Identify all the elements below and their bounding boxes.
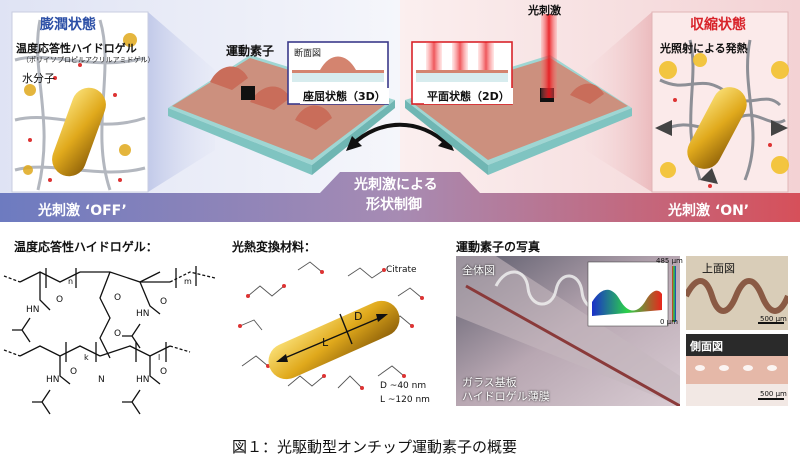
chem-o-3: O [114,293,121,303]
chem-m: m [184,277,192,286]
side-view-label: 側面図 [690,340,723,353]
chem-hn-3: HN [46,375,60,385]
buckled-state-label: 座屈状態（3D） [300,88,389,104]
heat-label: 光照射による発熱 [660,42,748,55]
side-view-photo [686,334,788,406]
chem-hn-1: HN [26,305,40,315]
figure-caption: 図１：光駆動型オンチップ運動素子の概要 [232,438,518,456]
gold-nanorod-diagram: L D Citrate D ~40 nm L ~120 nm [238,261,430,405]
flat-state-label: 平面状態（2D） [424,88,513,104]
hydrogel-sub-label: （ポリイソプロピルアクリルアミドゲル） [22,56,155,64]
chemical-structure: n m k l HN HN HN HN O O O O O O N [3,266,216,415]
light-stimulus-label: 光刺激 [528,4,561,17]
rod-d-size: D ~40 nm [380,381,426,391]
chem-o-1: O [56,295,63,305]
chem-hn-2: HN [136,309,150,319]
rod-L-label: L [322,336,329,349]
chem-n-atom: N [98,375,105,385]
chem-o-4: O [114,329,121,339]
hydrogel-structure-title: 温度応答性ハイドロゲル： [14,240,158,254]
chem-hn-4: HN [136,375,150,385]
rod-D-label: D [354,310,362,323]
heatmap-min-label: 0 μm [660,318,678,326]
motion-element-label: 運動素子 [226,44,275,58]
light-off-label: 光刺激 ‘OFF’ [38,203,127,219]
glass-substrate-label: ガラス基板 [462,376,517,389]
band-center-line2: 形状制御 [366,197,422,213]
citrate-label: Citrate [386,265,417,275]
rod-l-size: L ~120 nm [380,395,430,405]
contracted-state-label: 収縮状態 [690,17,746,33]
cross-section-label: 断面図 [294,49,322,59]
swollen-state-label: 膨潤状態 [40,17,96,33]
scalebar-side: 500 μm [760,390,787,398]
top-view-label: 上面図 [702,262,735,275]
full-view-label: 全体図 [462,264,495,277]
chem-o-2: O [160,297,167,307]
top-view-photo [686,256,788,330]
photo-title: 運動素子の写真 [456,240,541,254]
water-molecule-label: 水分子 [22,72,55,85]
band-center-line1: 光刺激による [354,177,438,193]
scalebar-top: 500 μm [760,315,787,323]
full-view-photo [456,256,680,406]
heatmap-max-label: 485 μm [656,257,683,265]
chem-l: l [158,353,160,362]
chem-n: n [68,277,73,286]
chem-o-6: O [160,367,167,377]
chem-o-5: O [70,367,77,377]
hydrogel-film-label: ハイドロゲル薄膜 [462,390,550,403]
chem-k: k [84,353,89,362]
hydrogel-label: 温度応答性ハイドロゲル [16,42,137,55]
top-illustration [0,0,800,222]
light-on-label: 光刺激 ‘ON’ [668,203,750,219]
photothermal-title: 光熱変換材料： [232,240,317,254]
